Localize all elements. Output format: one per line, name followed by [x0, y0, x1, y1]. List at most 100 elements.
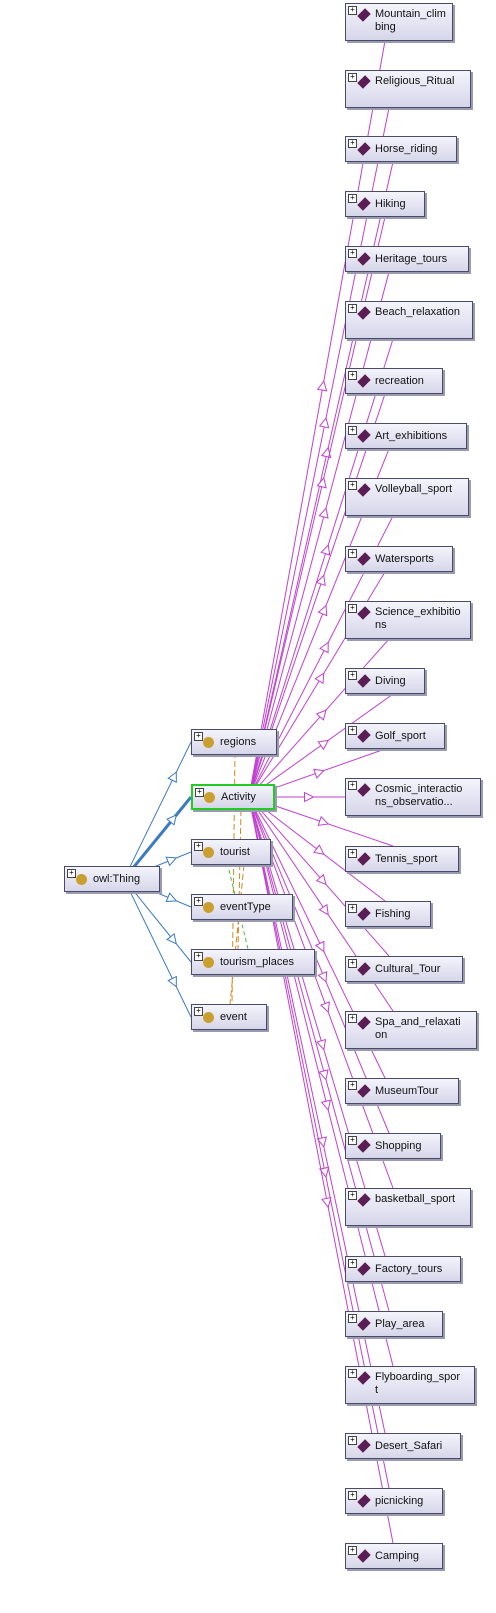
expand-toggle-icon[interactable]: + [348, 671, 357, 680]
node-label: event [220, 1011, 247, 1023]
expand-toggle-icon[interactable]: + [348, 1259, 357, 1268]
instance-arrowhead [313, 844, 325, 855]
node-label: Shopping [375, 1140, 422, 1152]
node-label: eventType [220, 901, 271, 913]
expand-toggle-icon[interactable]: + [348, 6, 357, 15]
expand-toggle-icon[interactable]: + [348, 481, 357, 490]
node-label: MuseumTour [375, 1085, 439, 1097]
instance-edge [248, 271, 390, 798]
expand-toggle-icon[interactable]: + [348, 781, 357, 790]
subclass-edge [123, 741, 192, 880]
expand-toggle-icon[interactable]: + [348, 249, 357, 258]
individual-node[interactable]: +basketball_sport [345, 1188, 471, 1226]
individual-node[interactable]: + Science_exhibitions [345, 601, 471, 639]
individual-node[interactable]: +Spa_and_relaxation [345, 1011, 477, 1049]
individual-node[interactable]: +Camping [345, 1543, 443, 1569]
node-label: Hiking [375, 198, 406, 210]
expand-toggle-icon[interactable]: + [348, 1436, 357, 1445]
expand-toggle-icon[interactable]: + [194, 732, 203, 741]
individual-node[interactable]: +Volleyball_sport [345, 478, 469, 516]
individual-node[interactable]: +Horse_riding [345, 136, 457, 162]
expand-toggle-icon[interactable]: + [67, 869, 76, 878]
expand-toggle-icon[interactable]: + [348, 73, 357, 82]
expand-toggle-icon[interactable]: + [348, 1369, 357, 1378]
expand-toggle-icon[interactable]: + [348, 959, 357, 968]
expand-toggle-icon[interactable]: + [348, 904, 357, 913]
expand-toggle-icon[interactable]: + [348, 1546, 357, 1555]
instance-arrowhead [319, 641, 329, 654]
individual-node[interactable]: + Tennis_sport [345, 846, 459, 872]
individual-node[interactable]: +picnicking [345, 1488, 443, 1514]
individual-node[interactable]: + Hiking [345, 191, 425, 217]
expand-toggle-icon[interactable]: + [194, 952, 203, 961]
expand-toggle-icon[interactable]: + [348, 549, 357, 558]
individual-node[interactable]: +Golf_sport [345, 723, 445, 749]
individual-node[interactable]: +Desert_Safari [345, 1433, 461, 1459]
instance-arrowhead [320, 544, 331, 556]
individual-node[interactable]: +Diving [345, 668, 425, 694]
individual-node[interactable]: + Art_exhibitions [345, 423, 467, 449]
node-label: Mountain_climbing [375, 8, 446, 33]
individual-node[interactable]: + Beach_relaxation [345, 301, 473, 339]
root-node-owl-thing[interactable]: + owl:Thing [64, 866, 160, 892]
instance-edge [248, 796, 386, 1257]
expand-toggle-icon[interactable]: + [194, 897, 203, 906]
instance-arrowhead [317, 739, 330, 751]
instance-edge [248, 40, 386, 798]
class-node-tourism-places[interactable]: +tourism_places [191, 949, 315, 975]
individual-diamond-icon [357, 552, 371, 566]
individual-diamond-icon [357, 429, 371, 443]
individual-node[interactable]: +recreation [345, 368, 443, 394]
expand-toggle-icon[interactable]: + [348, 604, 357, 613]
expand-toggle-icon[interactable]: + [348, 1314, 357, 1323]
node-label: Science_exhibitions [375, 606, 461, 631]
expand-toggle-icon[interactable]: + [348, 1081, 357, 1090]
node-label: owl:Thing [93, 873, 141, 885]
node-label: Play_area [375, 1318, 425, 1330]
property-edge [229, 864, 245, 1005]
expand-toggle-icon[interactable]: + [194, 1007, 203, 1016]
expand-toggle-icon[interactable]: + [194, 842, 203, 851]
individual-node[interactable]: +Watersports [345, 546, 453, 572]
node-label: Religious_Ritual [375, 75, 455, 87]
expand-toggle-icon[interactable]: + [348, 1191, 357, 1200]
individual-node[interactable]: + Shopping [345, 1133, 441, 1159]
node-label: Tennis_sport [375, 853, 438, 865]
expand-toggle-icon[interactable]: + [348, 194, 357, 203]
individual-node[interactable]: +Fishing [345, 901, 431, 927]
individual-node[interactable]: + Cosmic_interactions_observatio... [345, 778, 481, 816]
subclass-arrowhead [166, 814, 177, 826]
individual-node[interactable]: + Religious_Ritual [345, 70, 471, 108]
class-node-activity[interactable]: +Activity [191, 784, 275, 810]
instance-arrowhead [317, 604, 328, 617]
expand-toggle-icon[interactable]: + [195, 788, 204, 797]
expand-toggle-icon[interactable]: + [348, 849, 357, 858]
expand-toggle-icon[interactable]: + [348, 139, 357, 148]
instance-arrowhead [316, 380, 328, 392]
class-node-regions[interactable]: +regions [191, 729, 277, 755]
expand-toggle-icon[interactable]: + [348, 1136, 357, 1145]
expand-toggle-icon[interactable]: + [348, 726, 357, 735]
node-label: Cosmic_interactions_observatio... [375, 783, 463, 808]
individual-node[interactable]: +Flyboarding_sport [345, 1366, 475, 1404]
individual-node[interactable]: +Heritage_tours [345, 246, 469, 272]
node-label: Art_exhibitions [375, 430, 448, 442]
individual-node[interactable]: +Factory_tours [345, 1256, 461, 1282]
class-node-eventtype[interactable]: + eventType [191, 894, 293, 920]
class-node-tourist[interactable]: +tourist [191, 839, 271, 865]
individual-node[interactable]: +Cultural_Tour [345, 956, 463, 982]
expand-toggle-icon[interactable]: + [348, 426, 357, 435]
class-circle-icon [203, 956, 214, 968]
expand-toggle-icon[interactable]: + [348, 1491, 357, 1500]
class-node-event[interactable]: + event [191, 1004, 267, 1030]
expand-toggle-icon[interactable]: + [348, 304, 357, 313]
individual-node[interactable]: + Play_area [345, 1311, 443, 1337]
individual-node[interactable]: + MuseumTour [345, 1078, 459, 1104]
individual-node[interactable]: + Mountain_climbing [345, 3, 453, 41]
expand-toggle-icon[interactable]: + [348, 1014, 357, 1023]
node-label: Beach_relaxation [375, 306, 461, 318]
instance-edge [248, 338, 394, 798]
instance-arrowhead [318, 1166, 330, 1179]
expand-toggle-icon[interactable]: + [348, 371, 357, 380]
instance-arrowhead [319, 1001, 330, 1014]
